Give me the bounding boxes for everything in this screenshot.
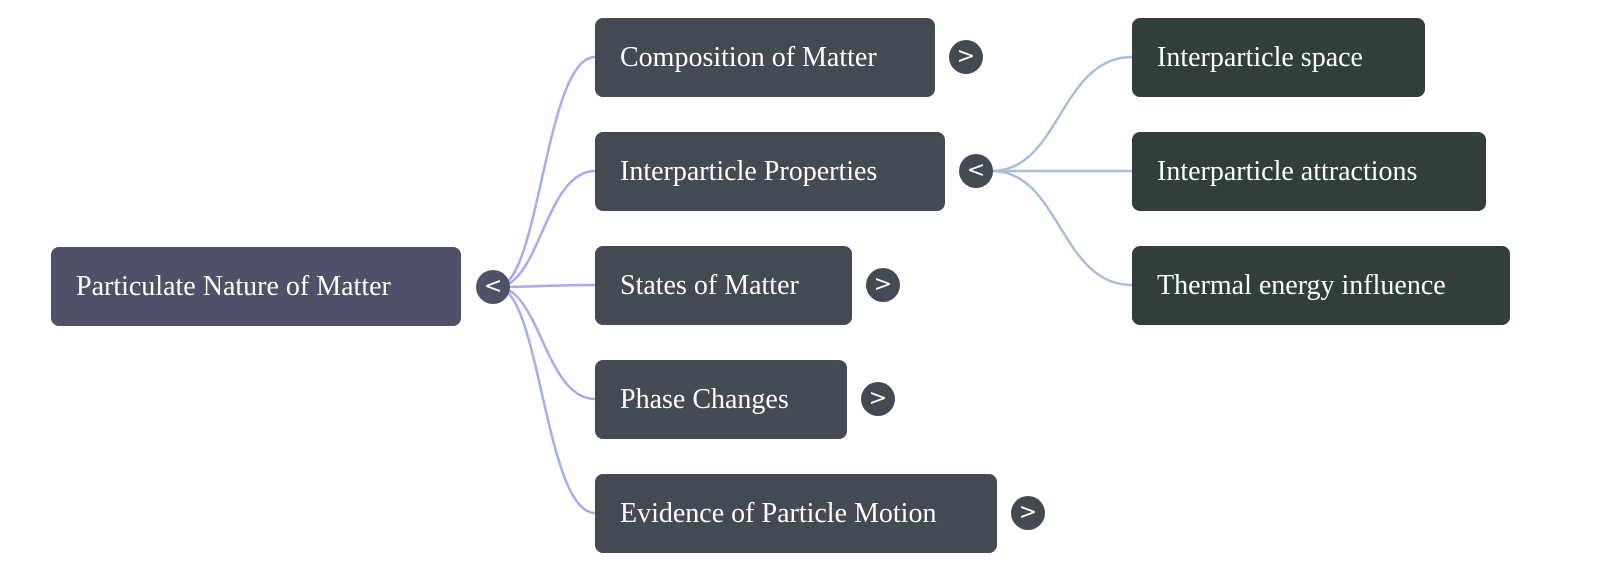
branch-states-of-matter[interactable]: States of Matter (595, 246, 852, 325)
leaf-label: Interparticle attractions (1157, 155, 1418, 187)
expand-toggle-evidence-of-particle-motion[interactable]: > (1011, 496, 1045, 530)
branch-label: Interparticle Properties (620, 155, 878, 187)
branch-label: States of Matter (620, 269, 799, 301)
root-node[interactable]: Particulate Nature of Matter (51, 247, 461, 326)
leaf-interparticle-attractions[interactable]: Interparticle attractions (1132, 132, 1486, 211)
leaf-label: Thermal energy influence (1157, 269, 1446, 301)
link-root-composition (496, 55, 596, 289)
root-node-label: Particulate Nature of Matter (76, 270, 391, 302)
link-root-evidence (496, 285, 596, 515)
branch-phase-changes[interactable]: Phase Changes (595, 360, 847, 439)
expand-toggle-states-of-matter[interactable]: > (866, 268, 900, 302)
leaf-thermal-energy-influence[interactable]: Thermal energy influence (1132, 246, 1510, 325)
expand-toggle-composition-of-matter[interactable]: > (949, 40, 983, 74)
branch-label: Composition of Matter (620, 41, 877, 73)
link-thermal-energy (991, 169, 1133, 287)
collapse-toggle-interparticle-properties[interactable]: < (959, 154, 993, 188)
branch-label: Evidence of Particle Motion (620, 497, 937, 529)
expand-toggle-phase-changes[interactable]: > (861, 382, 895, 416)
leaf-label: Interparticle space (1157, 41, 1363, 73)
branch-interparticle-properties[interactable]: Interparticle Properties (595, 132, 945, 211)
leaf-interparticle-space[interactable]: Interparticle space (1132, 18, 1425, 97)
root-collapse-toggle[interactable]: < (476, 270, 510, 304)
link-root-states (496, 283, 596, 289)
branch-label: Phase Changes (620, 383, 789, 415)
branch-composition-of-matter[interactable]: Composition of Matter (595, 18, 935, 97)
link-root-interparticle (496, 169, 596, 289)
branch-evidence-of-particle-motion[interactable]: Evidence of Particle Motion (595, 474, 997, 553)
link-interparticle-space (991, 55, 1133, 173)
link-root-phase (496, 285, 596, 401)
